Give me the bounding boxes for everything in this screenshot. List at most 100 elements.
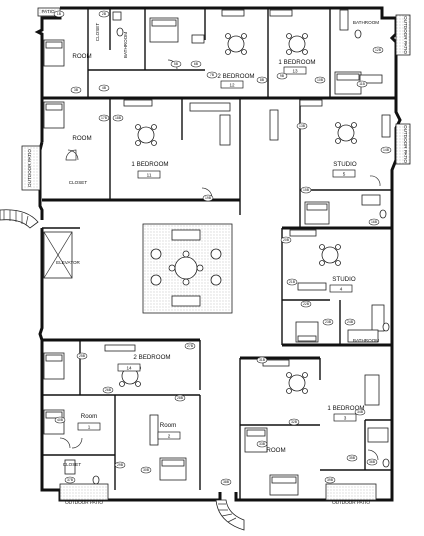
door-tag-label: 12B	[375, 48, 382, 52]
label-room-s: ROOM	[266, 447, 285, 454]
door-tag	[296, 122, 308, 130]
label-bathroom-ne: BATHROOM	[353, 20, 379, 25]
door-tag	[98, 114, 110, 122]
door-tag	[322, 318, 334, 326]
door-tag-label: 20B	[283, 238, 290, 242]
bathroom-fixtures	[64, 9, 390, 485]
door-tag	[300, 186, 312, 194]
door-tag-label: 28B	[177, 396, 184, 400]
door-tag-label: 5B	[174, 62, 179, 66]
door-tag-label: 36B	[369, 460, 376, 464]
door-tag-label: 23B	[325, 320, 332, 324]
label-patio-top: PATIO	[41, 9, 55, 14]
door-tag	[276, 72, 288, 80]
door-tag	[53, 10, 65, 18]
door-tag	[202, 194, 214, 202]
door-tag	[190, 60, 202, 68]
label-closet-sw: CLOSET	[63, 462, 82, 467]
door-tag	[76, 352, 88, 360]
door-tag-label: 22B	[303, 302, 310, 306]
door-tag	[64, 476, 76, 484]
label-room-nw: ROOM	[72, 53, 91, 60]
door-tag	[174, 394, 186, 402]
door-tag	[98, 10, 110, 18]
label-patio-ne: OUTDOOR PATIO	[403, 16, 408, 54]
label-elevator: ELEVATOR	[56, 260, 80, 265]
door-tag	[314, 76, 326, 84]
door-tag-label: 37B	[67, 478, 74, 482]
door-tag	[256, 76, 268, 84]
unit-number-boxes	[77, 66, 357, 440]
door-tag-label: 25B	[79, 354, 86, 358]
door-tag-label: 21B	[289, 280, 296, 284]
label-room1: Room	[81, 413, 98, 420]
door-tag-label: 26B	[105, 388, 112, 392]
label-bathroom-unit4: BATHROOM	[353, 338, 379, 343]
door-tag-label: 39B	[327, 478, 334, 482]
label-unit12: 2 BEDROOM	[217, 73, 254, 80]
dining-tables	[119, 33, 357, 394]
label-unit14: 2 BEDROOM	[133, 354, 170, 361]
door-tag-label: 24B	[347, 320, 354, 324]
door-tag	[368, 218, 380, 226]
door-tag-label: 13B	[299, 124, 306, 128]
door-tag	[54, 416, 66, 424]
label-room-w2: ROOM	[72, 135, 91, 142]
label-unit14-num: 14	[126, 366, 132, 371]
door-tag-label: 4B	[102, 86, 107, 90]
label-unit13-num: 13	[292, 69, 298, 74]
label-unit3: 1 BEDROOM	[327, 405, 364, 412]
door-tag-label: 2B	[102, 12, 107, 16]
door-tag	[220, 478, 232, 486]
door-tag-label: 38B	[223, 480, 230, 484]
label-patio-e: OUTDOOR PATIO	[403, 125, 408, 163]
beds	[43, 17, 362, 496]
door-tag-label: 16B	[371, 220, 378, 224]
door-tag	[380, 146, 392, 154]
door-tag	[170, 60, 182, 68]
label-closet-top: CLOSET	[95, 23, 100, 42]
interior-walls	[42, 8, 396, 500]
outdoor-patios	[21, 7, 411, 501]
label-patio-nw: OUTDOOR PATIO	[27, 149, 32, 187]
door-tag-label: 14B	[383, 148, 390, 152]
door-tag	[70, 86, 82, 94]
door-tag-label: 19B	[205, 196, 212, 200]
door-tag	[184, 342, 196, 350]
door-tag	[256, 356, 268, 364]
door-tag-label: 15B	[303, 188, 310, 192]
door-tag-label: 1B	[57, 12, 62, 16]
sofas-and-counters	[104, 9, 391, 446]
label-unit12-num: 12	[229, 83, 235, 88]
door-tag	[354, 408, 366, 416]
door-tag-label: 35B	[349, 456, 356, 460]
label-patio-se: OUTDOOR PATIO	[332, 500, 370, 505]
door-tag	[324, 476, 336, 484]
door-tag	[206, 71, 218, 79]
stairs	[0, 209, 245, 531]
elevator	[43, 231, 73, 279]
door-tag-label: 6B	[194, 62, 199, 66]
label-patio-sw: OUTDOOR PATIO	[65, 500, 103, 505]
door-tag	[98, 84, 110, 92]
door-tag-label: 7B	[210, 73, 215, 77]
door-tag-label: 18B	[115, 116, 122, 120]
door-tag	[344, 318, 356, 326]
door-tag	[286, 278, 298, 286]
door-tag-label: 33B	[259, 442, 266, 446]
door-tag	[102, 386, 114, 394]
door-tag	[372, 46, 384, 54]
label-bathroom-top: BATHROOM	[123, 32, 128, 58]
door-tag	[356, 80, 368, 88]
label-unit11-num: 11	[147, 173, 152, 178]
door-tag-label: 40B	[57, 418, 64, 422]
label-unit3-num: 3	[344, 416, 347, 421]
label-room2-num: 2	[168, 434, 171, 439]
door-tag-label: 10B	[317, 78, 324, 82]
label-room1-num: 1	[88, 425, 91, 430]
door-tag	[288, 418, 300, 426]
label-unit13: 1 BEDROOM	[278, 59, 315, 66]
door-tag	[280, 236, 292, 244]
door-tag	[300, 300, 312, 308]
